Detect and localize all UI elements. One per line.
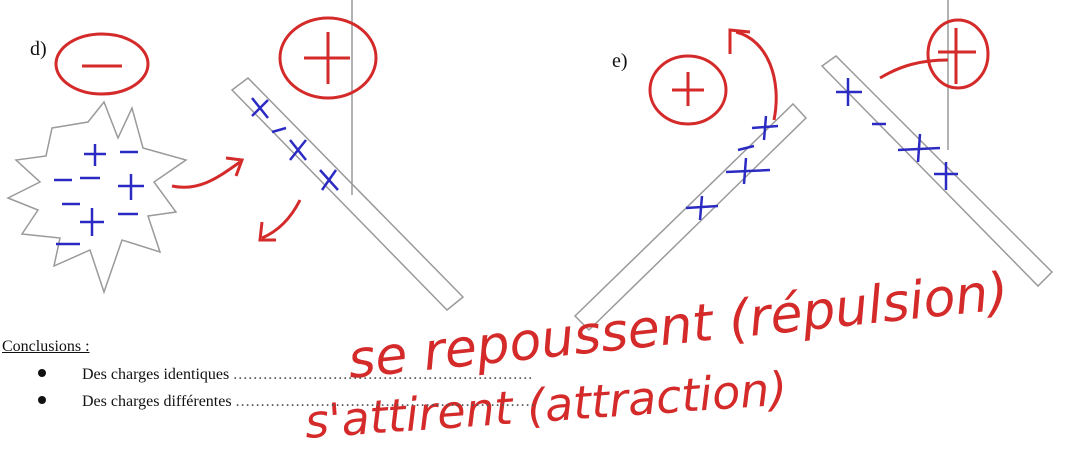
rod-e-right-charges (836, 78, 958, 190)
list-item: Des charges différentes ................… (38, 393, 536, 411)
plus-sign-circle-e (648, 54, 728, 126)
rod-e-right (820, 55, 1054, 288)
charged-starburst (6, 100, 188, 295)
list-item: Des charges identiques .................… (38, 366, 533, 384)
plus-sign-circle-e-right (926, 18, 990, 90)
arrow-rod-rotate (261, 199, 302, 240)
list-item-label: Des charges différentes (82, 393, 232, 410)
rod-e-left (573, 102, 808, 332)
exercise-d-label: d) (30, 38, 47, 60)
exercise-e-label: e) (612, 50, 628, 72)
rod-d (230, 77, 465, 312)
answer-blank[interactable]: ........................................… (233, 366, 534, 383)
plus-sign-circle-d (278, 16, 378, 100)
answer-blank[interactable]: ........................................… (235, 393, 536, 410)
arrowhead-3 (728, 28, 751, 54)
starburst-charges (54, 144, 144, 246)
bullet-icon (38, 396, 46, 404)
rod-d-charges (251, 97, 339, 191)
arrow-starburst-to-rod (171, 160, 241, 189)
conclusions-title: Conclusions : (2, 338, 90, 355)
arrow-e-right (879, 58, 949, 80)
rod-e-left-charges (685, 115, 779, 221)
arrowhead-1 (225, 156, 245, 177)
list-item-label: Des charges identiques (82, 366, 230, 383)
bullet-icon (38, 369, 46, 377)
minus-sign-circle (54, 32, 150, 96)
arrow-e-up (735, 30, 778, 121)
arrowhead-2 (258, 221, 276, 242)
